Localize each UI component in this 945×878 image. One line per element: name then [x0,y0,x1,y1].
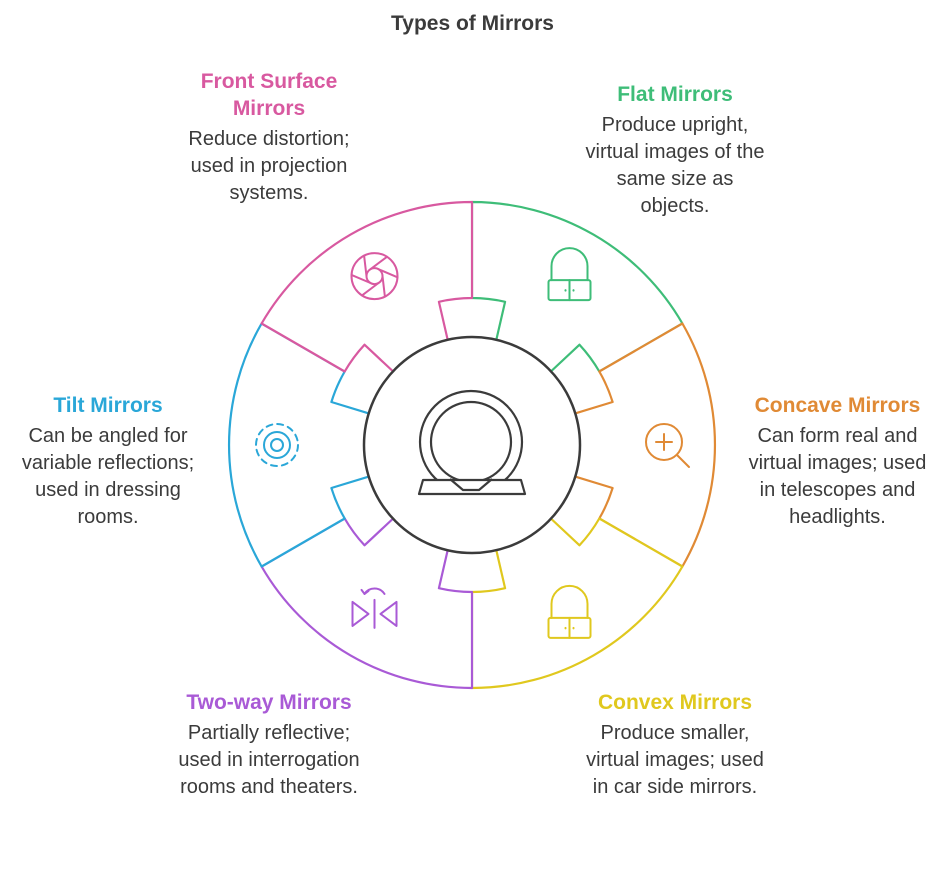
zoom-in-icon [645,423,690,468]
mirror-icon [417,389,527,496]
segment-front: Front Surface Mirrors Reduce distortion;… [170,68,368,207]
cabinet-icon [547,247,592,302]
segment-title: Concave Mirrors [754,394,921,417]
cabinet-icon [547,584,592,639]
segment-flat: Flat Mirrors Produce upright, virtual im… [580,81,770,220]
aperture-icon [350,252,399,301]
segment-description: Can form real and virtual images; used i… [748,425,927,528]
segment-description: Produce upright, virtual images of the s… [585,114,765,217]
segment-title: Two-way Mirrors [186,691,352,714]
segment-convex: Convex Mirrors Produce smaller, virtual … [580,689,770,801]
segment-description: Can be angled for variable reflections; … [21,425,195,528]
segment-description: Reduce distortion; used in projection sy… [188,128,350,204]
segment-description: Partially reflective; used in interrogat… [178,722,360,798]
segment-tilt: Tilt Mirrors Can be angled for variable … [14,392,202,531]
center-hub [362,335,582,555]
segment-twoway: Two-way Mirrors Partially reflective; us… [170,689,368,801]
segment-title: Front Surface Mirrors [200,70,338,120]
flip-horizontal-icon [351,587,398,629]
segment-title: Convex Mirrors [597,691,753,714]
segment-concave: Concave Mirrors Can form real and virtua… [745,392,930,531]
segment-description: Produce smaller, virtual images; used in… [586,722,764,798]
target-icon [255,423,299,467]
diagram-title: Types of Mirrors [391,12,554,35]
segment-title: Tilt Mirrors [53,394,163,417]
segment-title: Flat Mirrors [617,83,733,106]
